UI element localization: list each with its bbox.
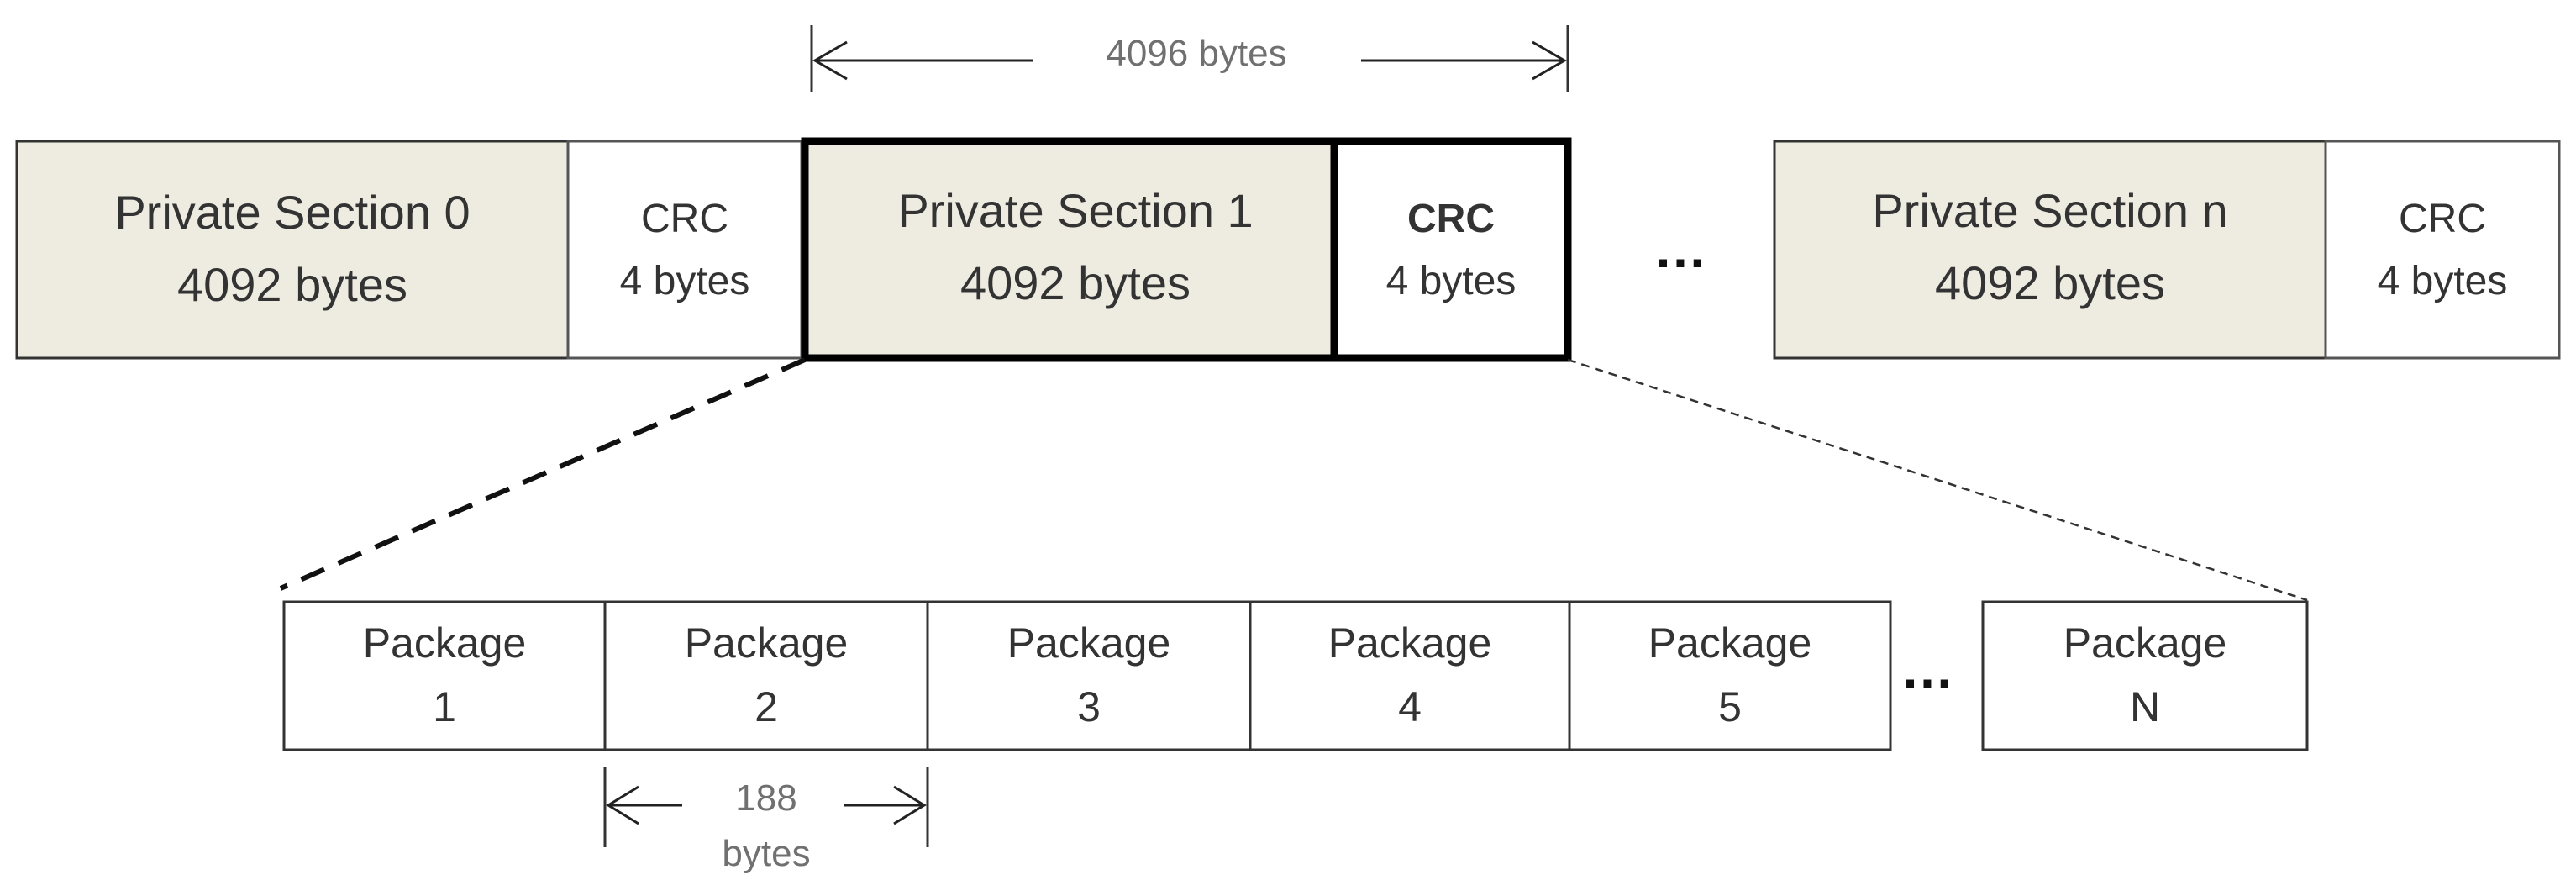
crc-0-box: [566, 140, 803, 360]
sections-ellipsis: …: [1653, 219, 1707, 279]
zoom-line-left: [279, 357, 807, 591]
section-0: Private Section 0 4092 bytes CRC 4 bytes: [15, 140, 803, 360]
package-row: Package 1 Package 2 Package 3 Package 4 …: [282, 600, 2309, 751]
package-n-label: Package: [2063, 619, 2227, 667]
package-4-label: Package: [1328, 619, 1492, 667]
crc-n-label: CRC: [2399, 197, 2486, 241]
package-5-number: 5: [1718, 683, 1742, 730]
dimension-188: 188 bytes: [603, 767, 929, 874]
package-2-number: 2: [754, 683, 778, 730]
package-1-label: Package: [363, 619, 527, 667]
package-n-box: [1981, 600, 2309, 751]
package-n-number: N: [2130, 683, 2160, 730]
package-arrowhead-right: [893, 785, 927, 825]
section-1: Private Section 1 4092 bytes CRC 4 bytes: [801, 137, 1572, 362]
package-3-number: 3: [1077, 683, 1101, 730]
package-dim-unit: bytes: [722, 833, 810, 874]
section-n: Private Section n 4092 bytes CRC 4 bytes: [1773, 140, 2561, 360]
package-2-label: Package: [685, 619, 849, 667]
package-4-number: 4: [1398, 683, 1422, 730]
package-5-box: [1568, 600, 1892, 751]
crc-n-size: 4 bytes: [2378, 259, 2508, 303]
packages-ellipsis: …: [1900, 639, 1954, 699]
section-1-box: [801, 137, 1338, 362]
crc-1-label: CRC: [1407, 197, 1495, 241]
dimension-4096: 4096 bytes: [810, 25, 1569, 92]
crc-1-size: 4 bytes: [1386, 259, 1517, 303]
arrowhead-right: [1532, 40, 1567, 81]
section-1-size: 4092 bytes: [960, 256, 1191, 309]
section-n-label: Private Section n: [1872, 184, 2227, 237]
package-1-box: [282, 600, 607, 751]
crc-0-size: 4 bytes: [620, 259, 750, 303]
section-1-label: Private Section 1: [897, 184, 1253, 237]
section-0-label: Private Section 0: [114, 186, 470, 239]
crc-n-box: [2324, 140, 2561, 360]
package-4-box: [1249, 600, 1571, 751]
zoom-line-right: [1567, 358, 2308, 602]
package-5-label: Package: [1648, 619, 1812, 667]
package-dim-value: 188: [735, 777, 796, 819]
dimension-label: 4096 bytes: [1106, 33, 1286, 74]
arrowhead-left: [812, 40, 848, 81]
section-n-box: [1773, 140, 2327, 360]
package-1-number: 1: [433, 683, 456, 730]
section-0-box: [15, 140, 570, 360]
section-0-size: 4092 bytes: [177, 258, 407, 311]
package-arrowhead-left: [606, 785, 639, 825]
package-3-label: Package: [1007, 619, 1171, 667]
section-n-size: 4092 bytes: [1935, 256, 2165, 309]
crc-0-label: CRC: [641, 197, 728, 241]
crc-1-box: [1330, 137, 1572, 362]
